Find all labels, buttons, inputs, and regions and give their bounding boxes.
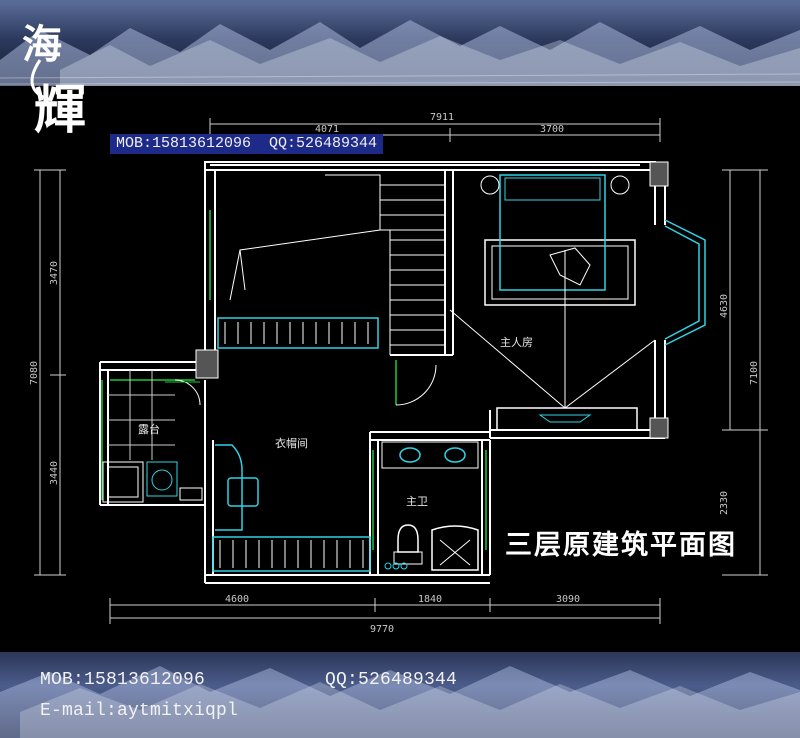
brand-logo: 海 輝 [22,21,86,141]
dim-left-upper: 3470 [49,261,60,285]
bathroom-fixtures [381,441,479,571]
dimension-lines [34,118,768,624]
dim-top-total: 7911 [430,112,454,123]
dim-top-right: 3700 [540,124,564,135]
dim-bottom-a: 4600 [225,594,249,605]
bay-window [664,219,706,346]
dim-right-total: 7100 [749,361,760,385]
rooftops-pattern [0,20,800,86]
dim-bottom-c: 3090 [556,594,580,605]
dim-bottom-total: 9770 [370,624,394,635]
room-label-master-bathroom: 主卫 [406,495,428,508]
footer-mobile: MOB:15813612096 [40,670,206,690]
footer-email: E-mail:aytmitxiqpl [40,701,239,721]
master-bed [480,174,636,306]
window-frames [101,210,487,550]
staircase [229,174,445,355]
room-label-terrace: 露台 [138,422,160,436]
dressing-table [215,444,259,531]
room-label-master-bedroom: 主人房 [500,336,533,349]
dim-left-lower: 3440 [49,461,60,485]
footer-qq: QQ:526489344 [325,670,458,690]
dim-left-total: 7080 [29,361,40,385]
rooftops-pattern-bottom [0,666,800,738]
terrace-tiles [108,370,201,460]
dim-bottom-b: 1840 [418,594,442,605]
upper-wardrobe [217,317,379,349]
tv-cabinet [449,250,656,431]
walls [99,161,666,584]
room-label-walk-in-closet: 衣帽间 [275,436,308,450]
logo-glyph-1: 海 [22,21,62,68]
columns [195,161,669,439]
doors [395,360,437,406]
top-banner-image [0,0,800,86]
plan-title: 三层原建筑平面图 [505,530,737,561]
contact-banner-top: MOB:15813612096 QQ:526489344 [110,134,384,154]
lower-wardrobe [212,536,371,572]
dim-right-lower: 2330 [719,491,730,515]
logo-glyph-2: 輝 [34,80,86,141]
dim-top-left: 4071 [315,124,339,135]
dim-right-upper: 4630 [719,294,730,318]
terrace-fixtures [102,461,203,503]
bottom-banner-image [0,652,800,738]
